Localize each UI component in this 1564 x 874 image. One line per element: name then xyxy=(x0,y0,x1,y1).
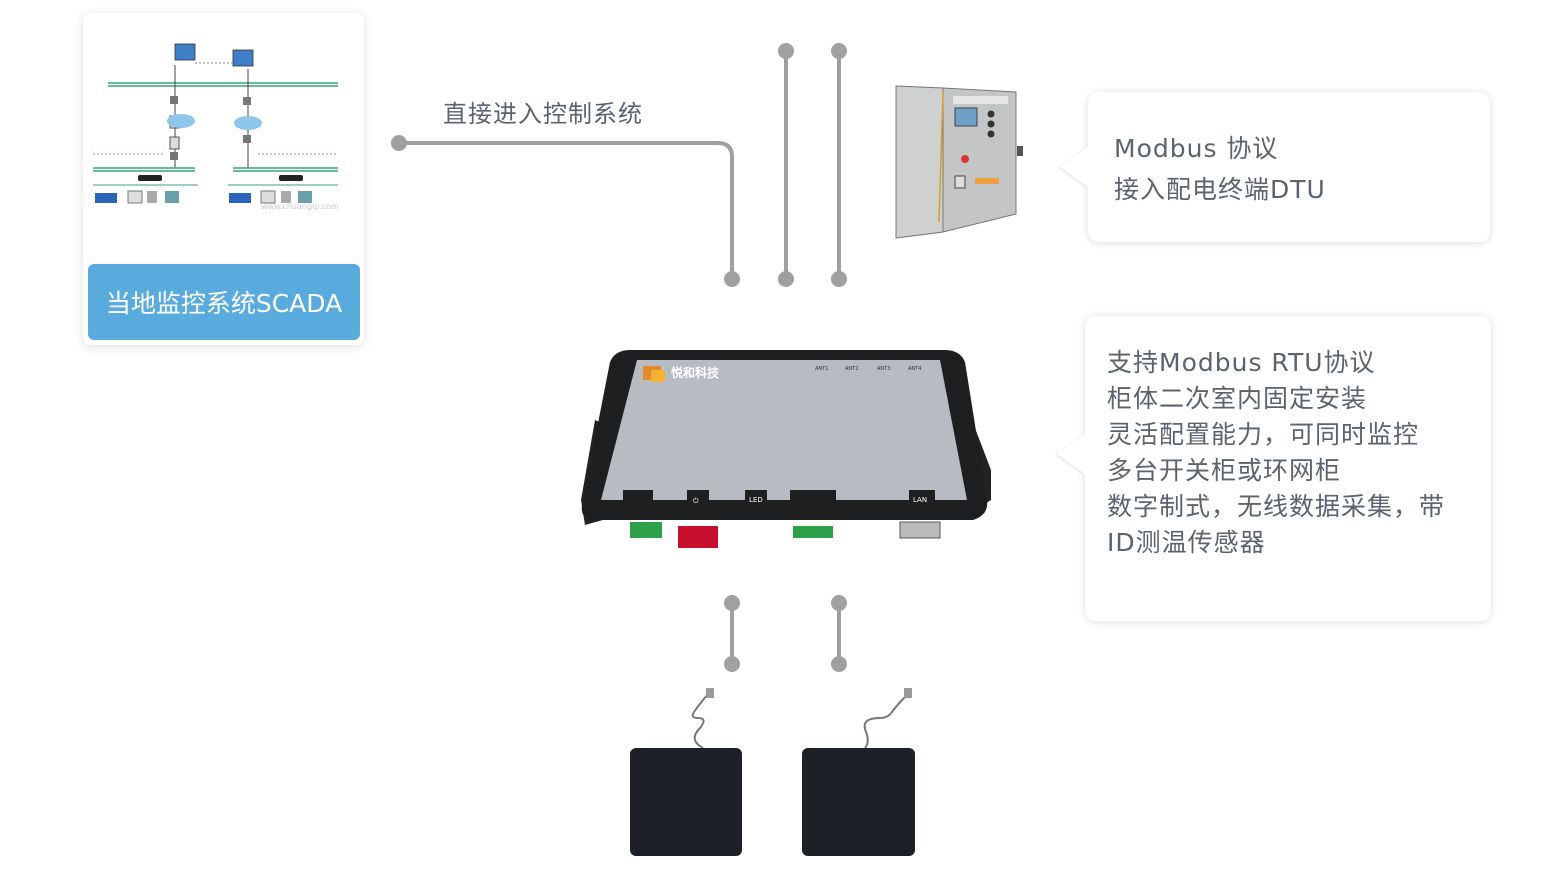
feature-line: 数字制式，无线数据采集，带 xyxy=(1107,492,1446,521)
connector-dot xyxy=(831,43,847,59)
ant-port-label: ANT1 xyxy=(815,366,828,372)
features-info-text: 支持Modbus RTU协议 柜体二次室内固定安装 灵活配置能力，可同时监控 多… xyxy=(1107,345,1445,561)
feature-line: 支持Modbus RTU协议 xyxy=(1107,348,1376,377)
lan-label: LAN xyxy=(913,496,927,504)
scada-card: www.chuangqi.com 当地监控系统SCADA xyxy=(83,13,364,345)
feature-line: 灵活配置能力，可同时监控 xyxy=(1107,420,1420,449)
temperature-sensor-1 xyxy=(630,688,742,856)
feature-line: 多台开关柜或环网柜 xyxy=(1107,456,1342,485)
connector-dot xyxy=(724,656,740,672)
dtu-info-text: Modbus 协议 接入配电终端DTU xyxy=(1114,128,1326,210)
connector-dot xyxy=(724,271,740,287)
connector-dot xyxy=(391,135,407,151)
bubble-tail xyxy=(1057,434,1085,474)
connector-dot xyxy=(778,43,794,59)
connector-dot xyxy=(724,595,740,611)
dtu-info-bubble: Modbus 协议 接入配电终端DTU xyxy=(1060,92,1490,242)
led-label: LED xyxy=(749,496,763,504)
gateway-device-image: 悦和科技 ANT1 ANT2 ANT3 ANT4 LED LAN ⏻ xyxy=(581,350,991,548)
brand-text: 悦和科技 xyxy=(671,365,720,380)
connector-dot xyxy=(831,656,847,672)
dtu-cabinet-image xyxy=(895,85,1023,239)
temperature-sensor-2 xyxy=(802,688,915,856)
watermark: www.chuangqi.com xyxy=(261,202,339,211)
power-label: ⏻ xyxy=(693,497,699,505)
connector-dot xyxy=(831,271,847,287)
scada-title: 当地监控系统SCADA xyxy=(105,289,343,318)
scada-topology-diagram: www.chuangqi.com xyxy=(93,43,339,211)
ant-port-label: ANT4 xyxy=(908,366,921,372)
direct-control-label: 直接进入控制系统 xyxy=(443,100,643,128)
bubble-tail xyxy=(1060,147,1088,187)
feature-line: 柜体二次室内固定安装 xyxy=(1107,384,1368,413)
features-info-bubble: 支持Modbus RTU协议 柜体二次室内固定安装 灵活配置能力，可同时监控 多… xyxy=(1057,316,1491,621)
scada-link-line xyxy=(397,141,734,281)
scada-title-button[interactable]: 当地监控系统SCADA xyxy=(88,264,360,340)
connector-dot xyxy=(778,271,794,287)
connector-dot xyxy=(831,595,847,611)
ant-port-label: ANT2 xyxy=(845,366,858,372)
ant-port-label: ANT3 xyxy=(877,366,890,372)
info-line: Modbus 协议 xyxy=(1114,134,1279,163)
info-line: 接入配电终端DTU xyxy=(1114,175,1326,204)
feature-line: ID测温传感器 xyxy=(1107,528,1266,557)
